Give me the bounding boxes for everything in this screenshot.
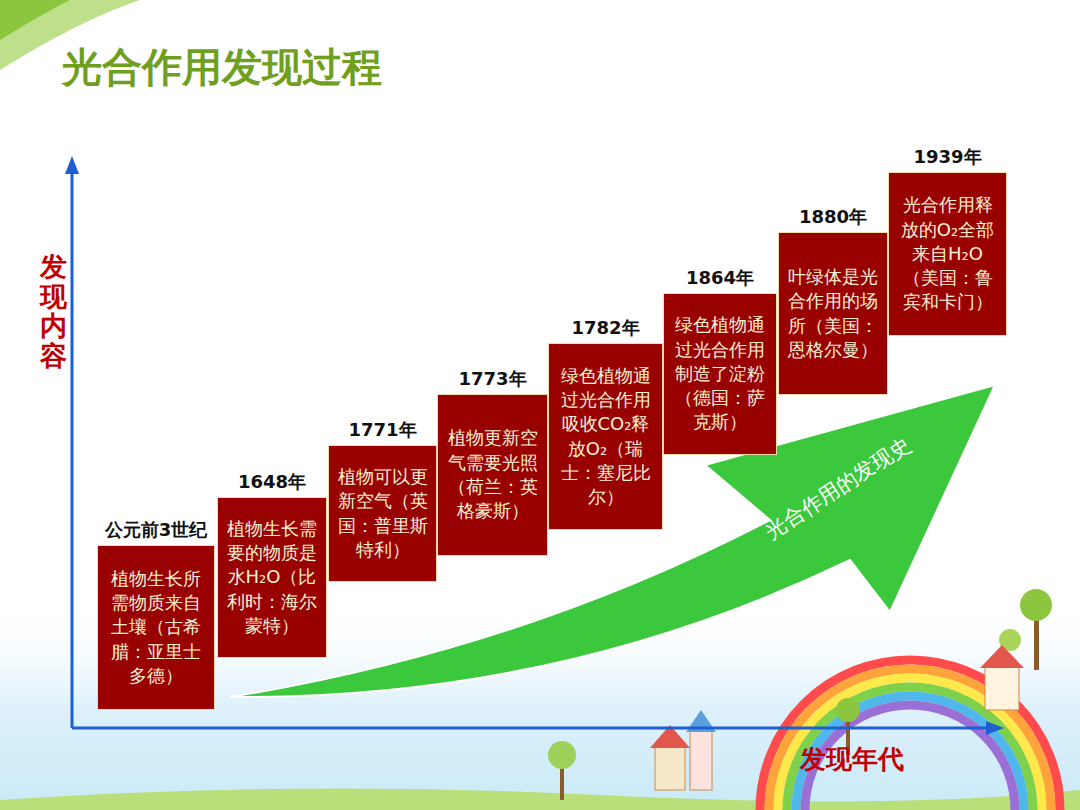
- slide-title: 光合作用发现过程: [62, 40, 382, 95]
- year-heading: 1648年: [208, 470, 336, 494]
- year-heading: 1939年: [879, 145, 1016, 169]
- year-heading: 1864年: [654, 266, 786, 290]
- discovery-box: 1864年绿色植物通过光合作用制造了淀粉（德国：萨克斯）: [663, 293, 777, 455]
- discovery-text: 光合作用释放的O₂全部来自H₂O（美国：鲁宾和卡门）: [895, 193, 1000, 314]
- discovery-text: 植物更新空气需要光照（荷兰：英格豪斯）: [444, 426, 541, 523]
- x-axis: [72, 727, 990, 730]
- year-heading: 1782年: [539, 316, 672, 340]
- year-heading: 1771年: [319, 418, 446, 442]
- corner-swoosh: [0, 0, 70, 40]
- y-axis: [71, 170, 74, 728]
- discovery-text: 叶绿体是光合作用的场所（美国：恩格尔曼）: [785, 265, 881, 362]
- x-axis-label: 发现年代: [800, 742, 904, 777]
- discovery-text: 植物可以更新空气（英国：普里斯特利）: [335, 465, 430, 562]
- y-axis-head: [65, 156, 79, 174]
- ground: [0, 789, 1080, 810]
- arrow-label: 光合作用的发现史: [760, 431, 916, 546]
- discovery-box: 1880年叶绿体是光合作用的场所（美国：恩格尔曼）: [778, 232, 888, 395]
- year-heading: 公元前3世纪: [88, 518, 224, 542]
- y-axis-label: 发现内容: [40, 252, 67, 371]
- discovery-box: 1773年植物更新空气需要光照（荷兰：英格豪斯）: [437, 394, 548, 556]
- discovery-box: 1782年绿色植物通过光合作用吸收CO₂释放O₂（瑞士：塞尼比尔）: [548, 343, 663, 530]
- discovery-box: 1939年光合作用释放的O₂全部来自H₂O（美国：鲁宾和卡门）: [888, 172, 1007, 336]
- x-axis-head: [986, 721, 1004, 735]
- discovery-text: 植物生长所需物质来自土壤（古希腊：亚里士多德）: [104, 567, 208, 688]
- discovery-box: 1648年植物生长需要的物质是水H₂O（比利时：海尔蒙特）: [217, 497, 327, 658]
- year-heading: 1880年: [769, 205, 897, 229]
- discovery-box: 1771年植物可以更新空气（英国：普里斯特利）: [328, 445, 437, 582]
- year-heading: 1773年: [428, 367, 557, 391]
- rainbow: [760, 660, 1060, 810]
- discovery-text: 植物生长需要的物质是水H₂O（比利时：海尔蒙特）: [224, 517, 320, 638]
- discovery-text: 绿色植物通过光合作用吸收CO₂释放O₂（瑞士：塞尼比尔）: [555, 364, 656, 510]
- discovery-box: 公元前3世纪植物生长所需物质来自土壤（古希腊：亚里士多德）: [97, 545, 215, 710]
- houses: [650, 645, 1024, 790]
- discovery-text: 绿色植物通过光合作用制造了淀粉（德国：萨克斯）: [670, 313, 770, 434]
